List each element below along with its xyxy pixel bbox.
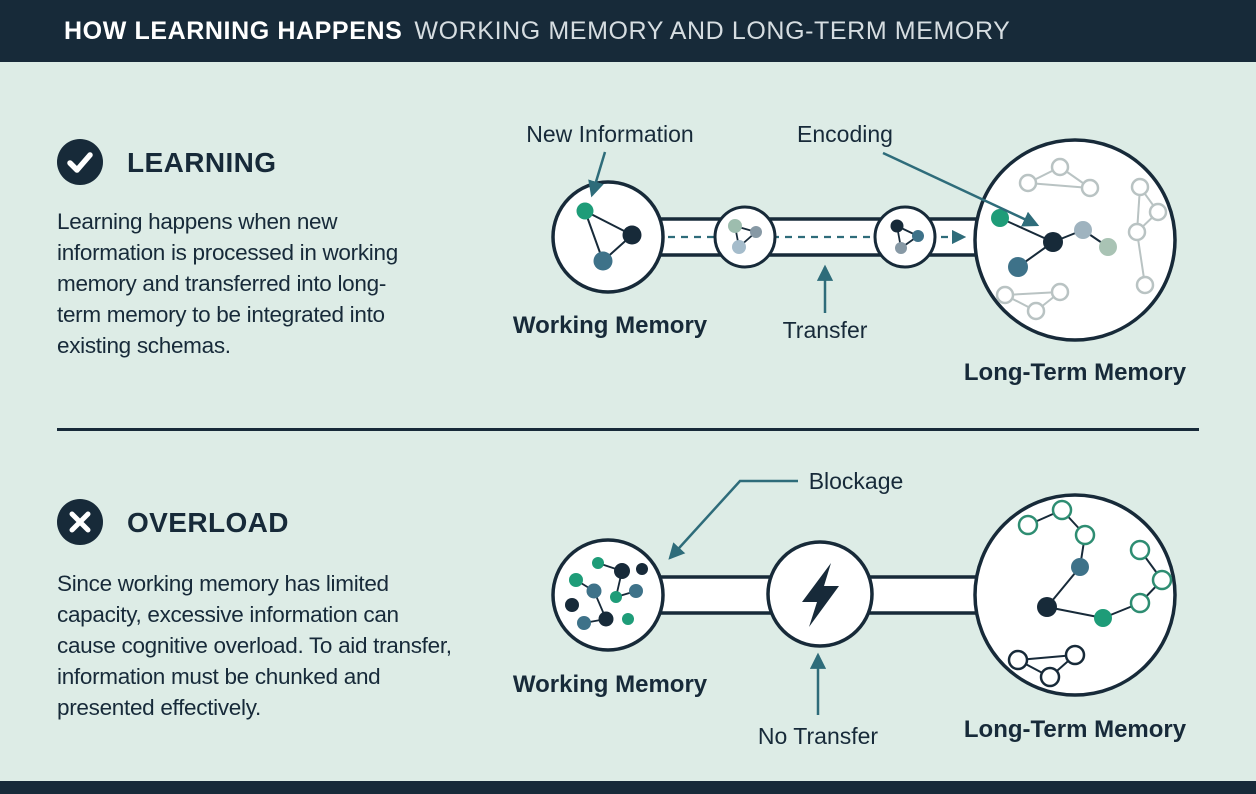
chunk-circle-2 xyxy=(873,205,937,269)
working-memory-label: Working Memory xyxy=(513,671,708,698)
section-divider xyxy=(57,428,1199,431)
learning-body: Learning happens when new information is… xyxy=(57,209,398,358)
working-memory-circle xyxy=(551,180,665,294)
overload-body: Since working memory has limited capacit… xyxy=(57,571,452,720)
chunk-circle-1 xyxy=(713,205,777,269)
long-term-memory-label: Long-Term Memory xyxy=(964,716,1187,743)
learning-diagram: New Information Encoding Transfer Workin… xyxy=(513,121,1187,386)
overload-diagram: Blockage No Transfer Working Memory Long… xyxy=(513,468,1187,749)
header-title-bold: HOW LEARNING HAPPENS xyxy=(64,16,403,45)
encoding-label: Encoding xyxy=(797,121,893,147)
blockage-label: Blockage xyxy=(809,468,904,494)
x-icon xyxy=(57,499,103,545)
no-transfer-label: No Transfer xyxy=(758,723,878,749)
transfer-label: Transfer xyxy=(783,317,868,343)
new-information-arrow xyxy=(588,151,607,198)
header-title-regular: WORKING MEMORY AND LONG-TERM MEMORY xyxy=(414,16,1011,45)
footer-bar xyxy=(0,781,1256,794)
working-memory-circle xyxy=(551,538,665,652)
new-information-label: New Information xyxy=(526,121,693,147)
learning-heading: LEARNING xyxy=(127,147,277,178)
long-term-memory-circle xyxy=(973,493,1177,697)
overload-heading: OVERLOAD xyxy=(127,507,289,538)
lightning-bolt-icon xyxy=(802,563,839,627)
long-term-memory-label: Long-Term Memory xyxy=(964,359,1187,386)
check-icon xyxy=(57,139,103,185)
blockage-circle xyxy=(766,540,874,648)
blockage-arrow xyxy=(668,479,798,560)
header-bar: HOW LEARNING HAPPENS WORKING MEMORY AND … xyxy=(0,0,1256,62)
working-memory-label: Working Memory xyxy=(513,312,708,339)
long-term-memory-circle xyxy=(973,138,1177,342)
encoding-arrow xyxy=(882,151,1040,227)
